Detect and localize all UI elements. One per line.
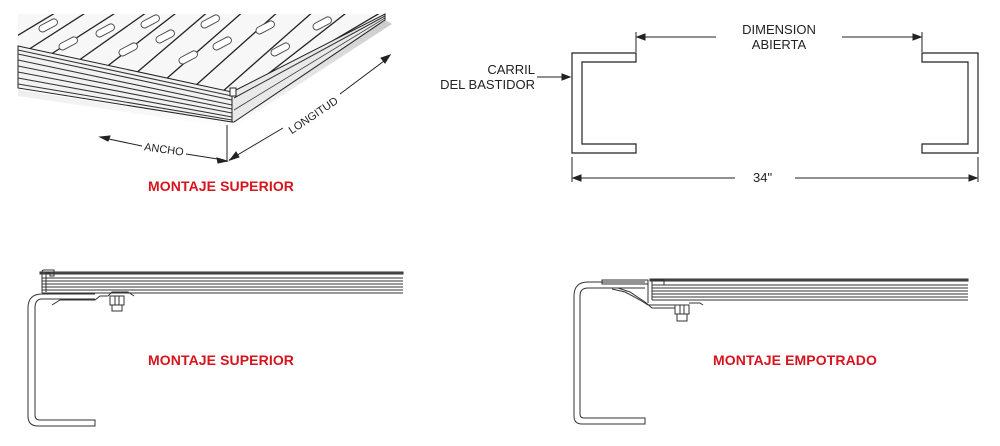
overall-width-label: 34" bbox=[753, 170, 773, 185]
caption-section-top-mount: MONTAJE SUPERIOR bbox=[148, 352, 295, 368]
isometric-grating-drawing bbox=[17, 13, 392, 164]
dimension-lines bbox=[98, 54, 392, 164]
recessed-mount-frame-channel bbox=[573, 281, 646, 425]
opening-label-line2: ABIERTA bbox=[751, 37, 807, 52]
right-frame-rail bbox=[921, 52, 979, 154]
caption-section-recessed-mount: MONTAJE EMPOTRADO bbox=[713, 352, 877, 368]
opening-label-line1: DIMENSION bbox=[742, 22, 816, 37]
caption-isometric-top-mount: MONTAJE SUPERIOR bbox=[148, 178, 295, 194]
frame-plan-drawing bbox=[537, 32, 979, 182]
rail-label-line1: CARRIL bbox=[487, 62, 535, 77]
rail-label-line2: DEL BASTIDOR bbox=[440, 77, 535, 92]
left-frame-rail bbox=[571, 52, 637, 154]
frame-rail-label: CARRIL DEL BASTIDOR bbox=[440, 62, 535, 92]
opening-dimension-label: DIMENSION ABIERTA bbox=[718, 22, 840, 52]
top-mount-frame-channel bbox=[27, 293, 96, 427]
deck-front-edge bbox=[17, 13, 386, 123]
